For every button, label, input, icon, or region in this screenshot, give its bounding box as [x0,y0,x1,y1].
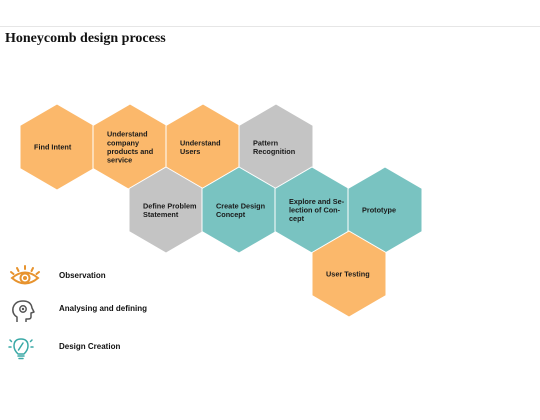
hexagon-label: Pattern [253,138,278,147]
hexagon-label: Explore and Se- [289,197,345,206]
hexagon-label: User Testing [326,270,370,279]
hexagon-label: Users [180,147,200,156]
hexagon-label: lection of Con- [289,206,341,215]
top-divider [0,26,540,27]
hexagon-label: Statement [143,210,179,219]
hexagon-label: cept [289,214,305,223]
hexagon-label: Recognition [253,147,295,156]
page-title: Honeycomb design process [5,31,166,46]
hexagon-label: Concept [216,210,246,219]
hexagon-label: Prototype [362,206,396,215]
hexagon-label: products and [107,147,153,156]
head-gear-icon [12,300,35,322]
hexagon-label: service [107,156,132,165]
hexagon-label: Understand [107,130,148,139]
hexagon-label: Create Design [216,201,265,210]
hexagon-label: Define Problem [143,201,197,210]
legend-label-design-creation: Design Creation [59,342,121,351]
hex-find-intent: Find Intent [19,103,95,191]
eye-icon [10,265,40,285]
legend-label-observation: Observation [59,271,106,280]
legend-label-analysing: Analysing and defining [59,304,148,313]
hexagon-shape [311,230,387,318]
lightbulb-pencil-icon [8,338,34,360]
hex-explore-selection: Explore and Se-lection of Con-cept [274,166,350,254]
hexagon-label: Understand [180,138,221,147]
hexagon-label: company [107,138,140,147]
hex-user-testing: User Testing [311,230,387,318]
hexagon-label: Find Intent [34,143,72,152]
